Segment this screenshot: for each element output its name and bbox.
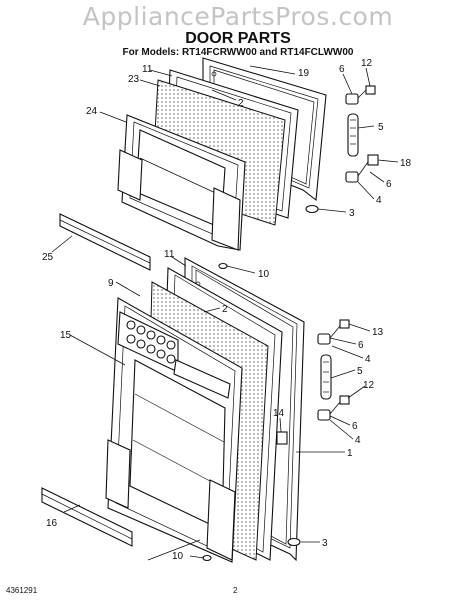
freezer-inner-liner (117, 114, 246, 251)
freezer-shelf-bar (59, 213, 151, 271)
models-subtitle: For Models: RT14FCRWW00 and RT14FCLWW00 (122, 47, 354, 58)
callout-labels: 11 23 19 6 12 2 24 5 18 6 4 3 25 11 10 9… (42, 58, 412, 562)
leader-lines (51, 65, 399, 561)
callout-2-upper: 2 (238, 98, 244, 109)
callout-5-a: 5 (378, 122, 384, 133)
callout-14: 14 (273, 408, 285, 419)
egg-tray (126, 320, 176, 364)
callout-15: 15 (60, 330, 72, 341)
callout-11-lower: 11 (164, 249, 175, 260)
callout-4-c: 4 (355, 435, 361, 446)
callout-9: 9 (108, 278, 114, 289)
callout-23: 23 (128, 74, 140, 85)
document-number: 4361291 (6, 586, 38, 595)
fresh-food-inner-liner (105, 297, 243, 563)
callout-3-lower: 3 (322, 538, 328, 549)
callout-12-b: 12 (363, 380, 375, 391)
callout-6-c: 6 (358, 340, 364, 351)
callout-25: 25 (42, 252, 54, 263)
watermark: AppliancePartsPros.com (82, 2, 394, 31)
callout-10-upper: 10 (258, 269, 270, 280)
callout-10-lower: 10 (172, 551, 184, 562)
fresh-food-shelf-bar (41, 487, 133, 547)
callout-4-a: 4 (376, 195, 382, 206)
callout-16: 16 (46, 518, 58, 529)
callout-24: 24 (86, 106, 98, 117)
callout-6-a: 6 (339, 64, 345, 75)
callout-2-lower: 2 (222, 304, 228, 315)
callout-19: 19 (298, 68, 310, 79)
callout-5-b: 5 (357, 366, 363, 377)
page-title: DOOR PARTS (185, 30, 291, 47)
callout-12-a: 12 (361, 58, 373, 69)
callout-13: 13 (372, 327, 384, 338)
callout-4-b: 4 (365, 354, 371, 365)
callout-6-b: 6 (386, 179, 392, 190)
page-number: 2 (233, 586, 238, 595)
callout-6-d: 6 (352, 421, 358, 432)
callout-3-upper: 3 (349, 208, 355, 219)
freezer-hinge-parts (305, 85, 379, 214)
callout-11-upper: 11 (142, 64, 153, 75)
callout-1: 1 (347, 448, 353, 459)
callout-18: 18 (400, 158, 412, 169)
